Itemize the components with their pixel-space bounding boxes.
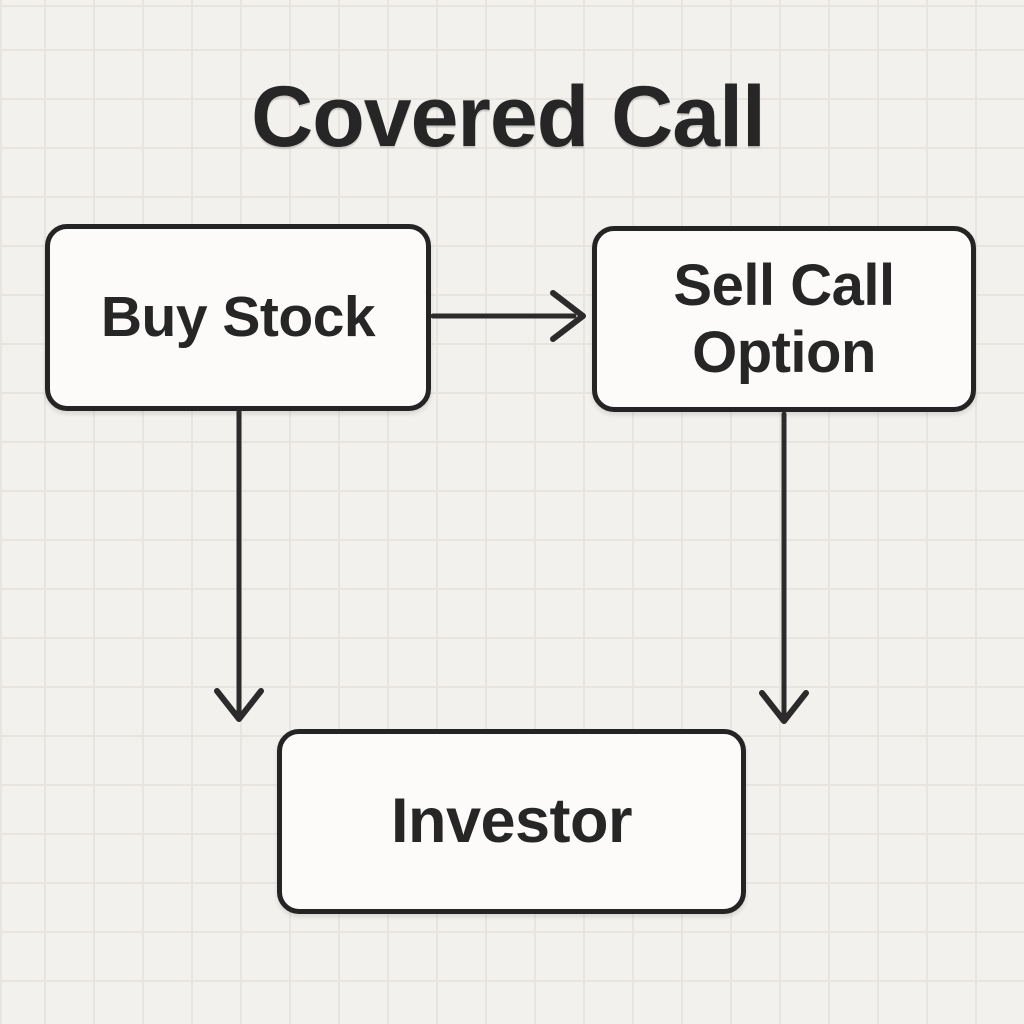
diagram-title: Covered Call — [251, 69, 766, 165]
arrow-buy-stock-to-sell-call — [430, 290, 586, 342]
node-buy-stock-label: Buy Stock — [100, 285, 376, 350]
node-buy-stock: Buy Stock — [45, 224, 431, 411]
node-sell-call-option-label: Sell Call Option — [673, 252, 895, 385]
arrow-buy-stock-to-investor — [214, 409, 264, 722]
node-sell-call-option: Sell Call Option — [592, 226, 976, 412]
node-investor: Investor — [277, 729, 746, 914]
node-investor-label: Investor — [390, 785, 633, 856]
arrow-sell-call-to-investor — [759, 411, 809, 724]
